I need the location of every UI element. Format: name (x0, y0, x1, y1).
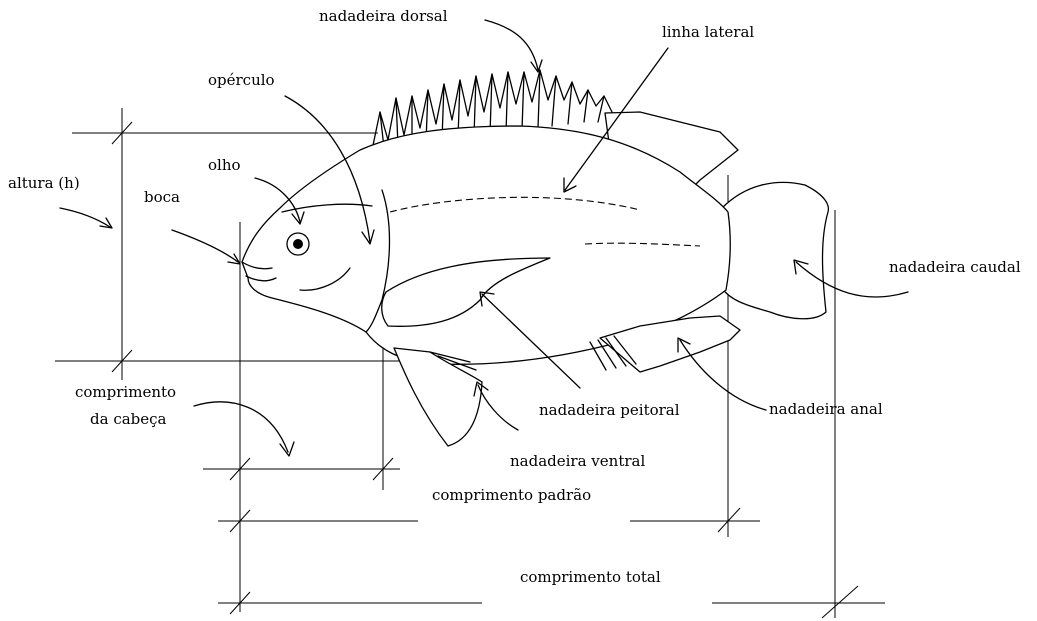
label-height: altura (h) (8, 174, 80, 192)
caudal-fin (722, 182, 828, 318)
label-total-length: comprimento total (520, 568, 661, 586)
label-standard-length: comprimento padrão (432, 486, 591, 504)
fish-drawing (242, 70, 828, 446)
label-mouth: boca (144, 188, 180, 206)
label-head-length-line2: da cabeça (90, 410, 167, 428)
standard-tick-right (718, 508, 740, 532)
mouth-arrow (172, 230, 238, 262)
height-arrow (60, 208, 110, 227)
label-eye: olho (208, 156, 241, 174)
label-anal-fin: nadadeira anal (769, 400, 883, 418)
label-dorsal-fin: nadadeira dorsal (319, 7, 448, 25)
head-length-arrow (194, 402, 288, 452)
total-tick-right (822, 586, 858, 618)
label-lateral-line: linha lateral (662, 23, 754, 41)
dorsal-fin-arrow (485, 20, 538, 70)
ventral-fin-arrow (478, 385, 518, 430)
label-caudal-fin: nadadeira caudal (889, 258, 1021, 276)
label-head-length-line1: comprimento (75, 383, 176, 401)
label-operculum: opérculo (208, 71, 275, 89)
fish-pupil (293, 239, 303, 249)
label-pectoral-fin: nadadeira peitoral (539, 401, 680, 419)
label-ventral-fin: nadadeira ventral (510, 452, 645, 470)
